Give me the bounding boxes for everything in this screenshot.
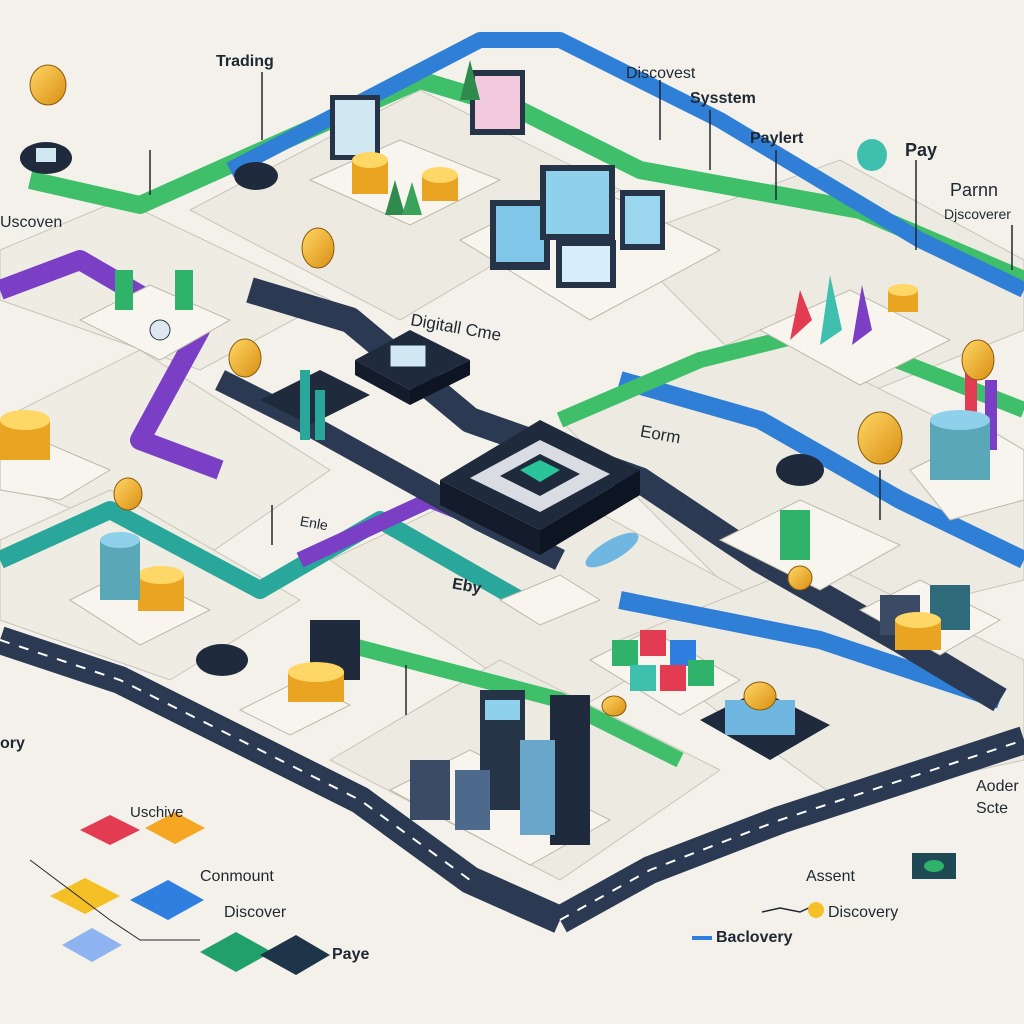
coin-icon xyxy=(301,227,335,269)
legend-label: Assent xyxy=(806,868,855,885)
tree-icon xyxy=(460,60,480,100)
label-djscoverer: Djscoverer xyxy=(944,206,1011,222)
map-pin-icon xyxy=(196,644,248,676)
map-pin-icon xyxy=(857,139,887,171)
teal-path xyxy=(0,501,525,608)
coin-stack-icon xyxy=(100,532,140,600)
display-box-node xyxy=(355,330,470,405)
coin-icon xyxy=(113,477,143,511)
coin-icon xyxy=(857,411,903,465)
legend-swatches xyxy=(29,812,956,975)
label-pay: Pay xyxy=(905,140,938,160)
label-paylert: Paylert xyxy=(750,130,804,147)
blue-path-right xyxy=(617,371,1024,569)
right-platforms xyxy=(700,275,1024,760)
legend-label: Uschive xyxy=(130,804,184,821)
road-bottom xyxy=(553,726,1024,933)
tree-icon xyxy=(402,182,422,215)
legend-label: Conmount xyxy=(200,868,274,885)
coin-icon xyxy=(601,695,627,717)
coin-stack-icon xyxy=(138,566,184,611)
label-discovest: Discovest xyxy=(626,65,696,82)
coin-stack-icon xyxy=(888,284,918,312)
map-pins xyxy=(20,139,887,676)
legend-swatch-orange xyxy=(145,812,205,844)
coin-icon xyxy=(29,64,67,106)
callout-lines xyxy=(149,72,1013,715)
central-hub xyxy=(440,420,640,555)
legend-swatch-navy xyxy=(260,935,330,975)
hub-gem-icon xyxy=(520,460,560,482)
coin-icon xyxy=(228,338,262,378)
green-path-right xyxy=(556,322,1024,428)
blocks-platform xyxy=(588,629,742,716)
coin-icon xyxy=(961,339,995,381)
road-lane-dash xyxy=(0,639,471,881)
blue-path-top xyxy=(226,32,1024,298)
coin-stack-icon xyxy=(895,612,941,650)
monitors-platform xyxy=(458,165,722,321)
discovery-wave xyxy=(761,904,816,913)
label-trading: Trading xyxy=(216,53,274,70)
coin-stack-icon xyxy=(743,681,777,711)
legend-label: Baclovery xyxy=(716,929,793,946)
coin-stack-icon xyxy=(352,152,388,194)
map-pin-icon xyxy=(20,142,72,174)
map-pin-icon xyxy=(776,454,824,486)
coin-stack-icon xyxy=(930,410,990,480)
label-ory: ory xyxy=(0,735,25,752)
coin-stack-icon xyxy=(0,410,50,460)
legend-label: Discover xyxy=(224,904,287,921)
tree-icon xyxy=(385,180,405,215)
legend-swatch-green xyxy=(200,932,272,972)
label-uscoven: Uscoven xyxy=(0,214,63,231)
legend-swatch-lightblue xyxy=(62,928,122,962)
label-aoder: Aoder xyxy=(976,778,1019,795)
label-parnn: Parnn xyxy=(950,180,999,200)
legend-label: Paye xyxy=(332,946,370,963)
legend-swatch-red xyxy=(80,815,140,845)
legend-label: Discovery xyxy=(828,904,899,921)
workstation-platform xyxy=(308,60,525,226)
coin-stack-icon xyxy=(422,167,458,201)
coin-stack-icon xyxy=(288,662,344,702)
baclovery-marker xyxy=(692,936,712,940)
city-platform xyxy=(388,690,612,866)
legend-connector xyxy=(29,859,200,941)
legend-swatch-yellow xyxy=(50,878,120,914)
legend-swatch-blue xyxy=(130,880,204,920)
label-scte: Scte xyxy=(976,800,1009,817)
map-pin-icon xyxy=(585,532,639,568)
coins xyxy=(0,64,995,717)
label-system: Sysstem xyxy=(690,90,756,107)
coin-icon xyxy=(787,565,813,591)
blue-path-lower xyxy=(618,591,1003,709)
map-pin-icon xyxy=(234,162,278,190)
